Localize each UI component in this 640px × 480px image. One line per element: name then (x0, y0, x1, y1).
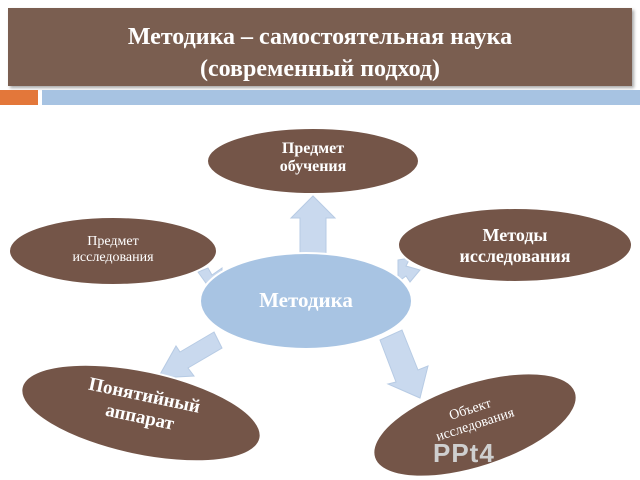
node-top-line1: Предмет (281, 140, 345, 157)
arrow-down-left (157, 331, 223, 379)
watermark: PPt4 (433, 438, 495, 468)
node-top-label: Предмет обучения (233, 140, 393, 177)
slide-title: Методика – самостоятельная наука (127, 24, 513, 50)
node-right-line1: Методы (482, 225, 548, 245)
arrow-up (289, 195, 337, 256)
arrow-down-right (379, 329, 429, 399)
node-left (8, 216, 218, 286)
node-top-line2: обучения (279, 158, 347, 176)
node-left-line1: Предмет (87, 234, 139, 249)
node-top (206, 127, 420, 195)
slide-subtitle: (современный подход) (199, 56, 441, 82)
node-bottom-left (20, 363, 262, 463)
node-right-label: Методы исследования (425, 225, 605, 266)
node-left-line2: исследования (72, 250, 154, 266)
node-shapes (8, 127, 633, 478)
node-center-label: Методика (226, 288, 386, 312)
node-left-label: Предмет исследования (33, 234, 193, 266)
title-bar: Методика – самостоятельная наука (соврем… (8, 8, 632, 86)
node-right-line2: исследования (459, 245, 571, 266)
node-bottom-right (372, 372, 578, 478)
accent-bar-orange (0, 90, 38, 105)
node-right (397, 207, 633, 283)
accent-bar-blue (42, 90, 640, 105)
node-center (199, 252, 413, 350)
node-center-text: Методика (259, 288, 353, 312)
